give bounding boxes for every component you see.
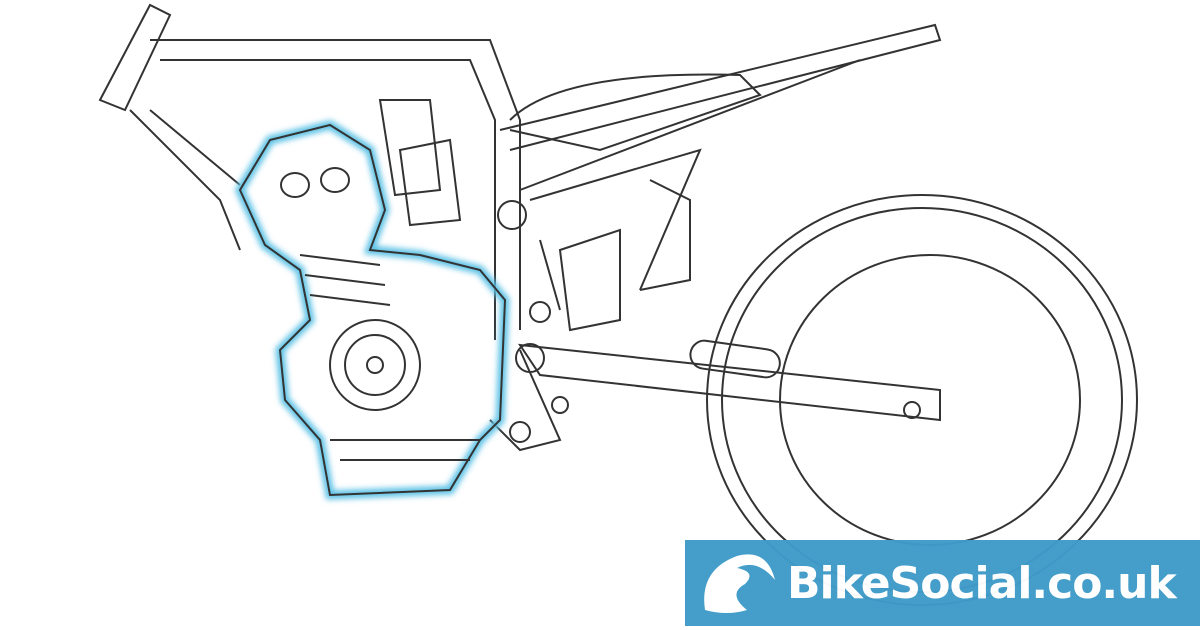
brand-name: BikeSocial.co.uk: [787, 557, 1177, 609]
engine: [234, 99, 510, 500]
frame: [98, 3, 942, 452]
bikesocial-road-logo-icon: [704, 554, 775, 613]
brand-banner: BikeSocial.co.uk: [685, 540, 1200, 626]
